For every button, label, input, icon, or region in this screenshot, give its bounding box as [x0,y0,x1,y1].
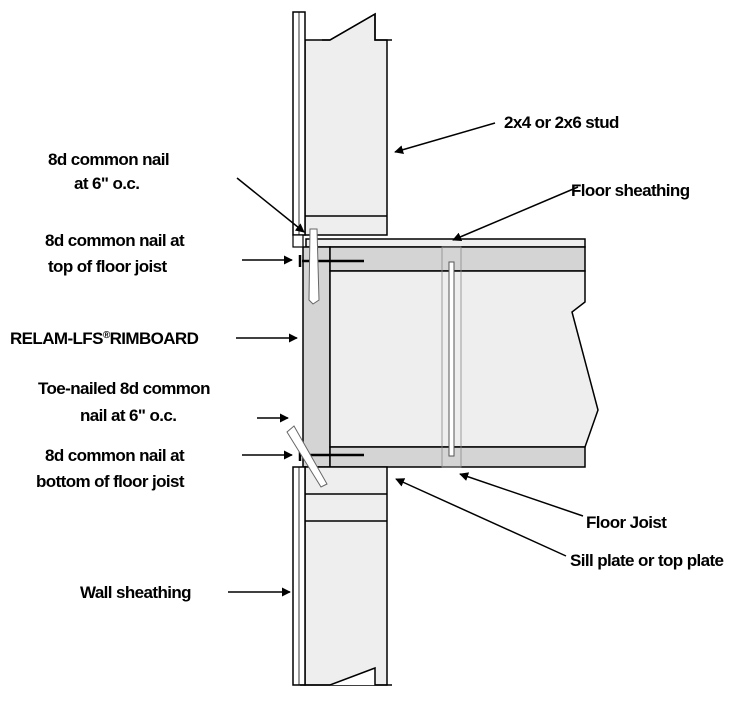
toenail-label-line1: Toe-nailed 8d common [38,379,210,398]
rimboard-label-main: RELAM-LFS [10,329,103,348]
stud-arrow [394,122,496,155]
nail-6oc-arrow [236,177,305,233]
nail-top-label-line1: 8d common nail at [45,231,185,250]
rimboard-label-reg: ® [103,330,111,341]
nail-top-label-line2: top of floor joist [48,257,167,276]
sill-plate-label: Sill plate or top plate [570,551,724,570]
leader-arrows [228,122,584,597]
toenail-label-line2: nail at 6" o.c. [80,406,176,425]
nail-6oc-label-line2: at 6" o.c. [74,174,139,193]
nail-bottom-label-line2: bottom of floor joist [36,472,185,491]
nails [286,228,364,488]
floor-joist [329,246,599,468]
lower-break-line [300,666,392,686]
floor-sheathing-panel [305,238,586,248]
stud-label: 2x4 or 2x6 stud [504,113,619,132]
nail-bottom-label-line1: 8d common nail at [45,446,185,465]
rimboard-label: RELAM-LFS®RIMBOARD [10,329,199,348]
lower-break-mask [286,686,396,702]
rimboard-label-suffix: RIMBOARD [110,329,199,348]
sill-plate-arrow [395,478,567,557]
stiffener-nail [448,261,455,457]
sheathing-face-nail [308,228,320,305]
joist-bottom-flange [329,446,586,468]
labels: 2x4 or 2x6 stud 8d common nail at 6" o.c… [10,113,724,602]
wall-sheathing-label: Wall sheathing [80,583,191,602]
floor-sheathing-arrow [452,186,579,241]
upper-wall [292,11,392,236]
upper-stud [304,12,388,236]
lower-wall [286,466,396,702]
nail-6oc-label-line1: 8d common nail [48,150,169,169]
floor-joist-label: Floor Joist [586,513,667,532]
toe-nail [286,425,328,488]
floor-joist-arrow [459,472,584,517]
rimboard-lap [292,234,304,248]
floor-sheathing-label: Floor sheathing [571,181,690,200]
joist-web [329,270,599,448]
web-stiffener [441,246,462,468]
joist-top-flange [329,246,586,272]
upper-break-line [322,12,392,41]
lower-stud [304,466,388,686]
